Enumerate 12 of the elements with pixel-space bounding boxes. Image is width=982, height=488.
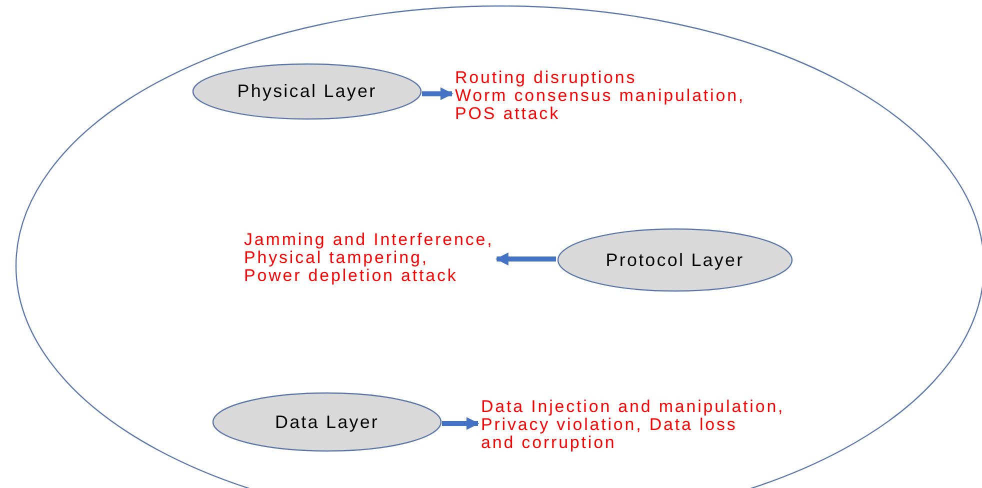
layer-name: Protocol Layer (606, 250, 744, 270)
layer-name: Data Layer (274, 412, 380, 432)
threat-list: Routing disruptions Worm consensus manipulation, POS attack (455, 69, 746, 123)
arrow (422, 87, 454, 100)
layer-ellipse (212, 392, 442, 452)
arrow (495, 252, 556, 266)
arrow (442, 417, 480, 430)
layer-ellipse (557, 228, 793, 292)
threat-list: Data Injection and manipulation, Privacy violation, Data loss and corruption (481, 398, 785, 452)
layer-name: Physical Layer (237, 81, 377, 102)
layer-ellipse (192, 63, 422, 120)
threat-list: Jamming and Interference, Physical tampering, Power depletion attack (244, 231, 494, 285)
